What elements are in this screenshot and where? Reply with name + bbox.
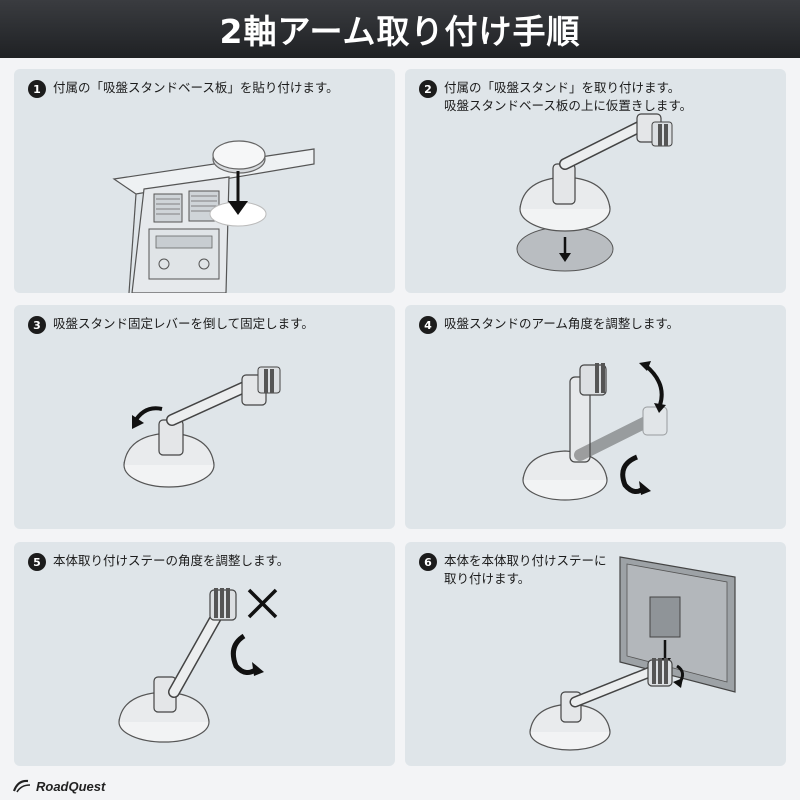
step-6-text-line2: 取り付けます。 — [444, 571, 531, 586]
step-3-text: 吸盤スタンド固定レバーを倒して固定します。 — [53, 316, 314, 331]
arm-angle-illustration — [522, 361, 668, 501]
brand-name: RoadQuest — [36, 778, 106, 794]
step-2-heading: 2 付属の「吸盤スタンド」を取り付けます。 吸盤スタンドベース板の上に仮置きしま… — [419, 79, 776, 115]
brand-logo-icon — [12, 779, 31, 793]
step-number-badge: 5 — [28, 553, 46, 571]
lever-lock-illustration — [123, 366, 281, 488]
step-number-badge: 3 — [28, 316, 46, 334]
step-5-panel: 5 本体取り付けステーの角度を調整します。 — [14, 542, 395, 766]
step-5-heading: 5 本体取り付けステーの角度を調整します。 — [28, 552, 385, 571]
step-2-panel: 2 付属の「吸盤スタンド」を取り付けます。 吸盤スタンドベース板の上に仮置きしま… — [405, 69, 786, 293]
step-4-panel: 4 吸盤スタンドのアーム角度を調整します。 — [405, 305, 786, 529]
step-6-text-line1: 本体を本体取り付けステーに — [444, 553, 607, 568]
step-4-heading: 4 吸盤スタンドのアーム角度を調整します。 — [419, 315, 776, 334]
step-3-panel: 3 吸盤スタンド固定レバーを倒して固定します。 — [14, 305, 395, 529]
title-bar: 2軸アーム取り付け手順 — [0, 0, 800, 58]
step-1-text: 付属の「吸盤スタンドベース板」を貼り付けます。 — [53, 80, 339, 95]
step-6-panel: 6 本体を本体取り付けステーに 取り付けます。 — [405, 542, 786, 766]
step-2-text: 付属の「吸盤スタンド」を取り付けます。 吸盤スタンドベース板の上に仮置きします。 — [444, 79, 692, 115]
step-number-badge: 1 — [28, 80, 46, 98]
suction-stand-placement-illustration — [516, 113, 673, 272]
brand-footer: RoadQuest — [12, 778, 105, 794]
step-number-badge: 4 — [419, 316, 437, 334]
mount-monitor-illustration — [529, 556, 736, 751]
dashboard-illustration — [112, 140, 315, 293]
step-5-text: 本体取り付けステーの角度を調整します。 — [53, 553, 290, 568]
step-2-text-line2: 吸盤スタンドベース板の上に仮置きします。 — [444, 98, 693, 113]
step-1-heading: 1 付属の「吸盤スタンドベース板」を貼り付けます。 — [28, 79, 385, 98]
step-number-badge: 2 — [419, 80, 437, 98]
step-6-text: 本体を本体取り付けステーに 取り付けます。 — [444, 552, 607, 588]
step-4-text: 吸盤スタンドのアーム角度を調整します。 — [444, 316, 680, 331]
step-3-heading: 3 吸盤スタンド固定レバーを倒して固定します。 — [28, 315, 385, 334]
step-number-badge: 6 — [419, 553, 437, 571]
step-1-panel: 1 付属の「吸盤スタンドベース板」を貼り付けます。 — [14, 69, 395, 293]
step-2-text-line1: 付属の「吸盤スタンド」を取り付けます。 — [444, 80, 681, 95]
step-6-heading: 6 本体を本体取り付けステーに 取り付けます。 — [419, 552, 776, 588]
stay-angle-illustration — [118, 588, 278, 743]
page-title: 2軸アーム取り付け手順 — [219, 12, 581, 51]
